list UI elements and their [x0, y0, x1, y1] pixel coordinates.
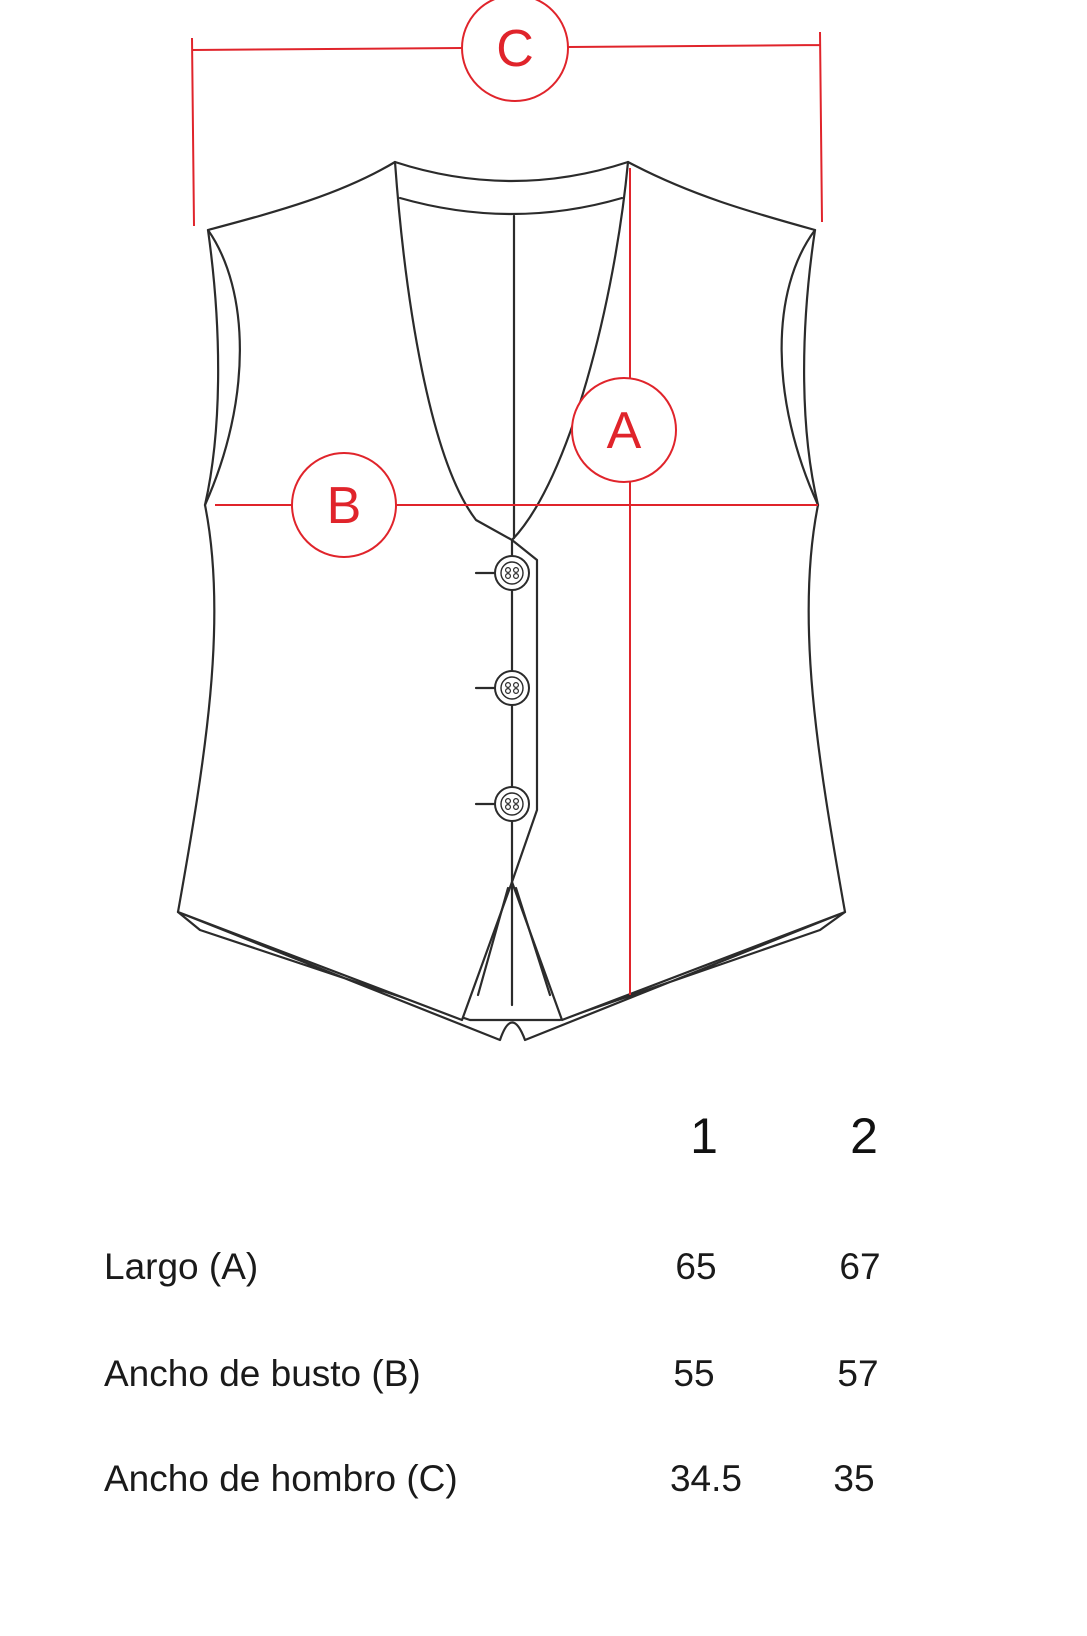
center-slit: [476, 880, 552, 1007]
marker-a-circle: [571, 377, 677, 483]
row-label-busto: Ancho de busto (B): [104, 1353, 421, 1394]
back-neck-inner: [398, 196, 624, 216]
measure-a: A: [571, 168, 677, 995]
measure-c: C: [191, 0, 823, 227]
size-header-2: 2: [850, 1108, 878, 1164]
size-header-1: 1: [690, 1108, 718, 1164]
cell-hombro-1: 34.5: [669, 1458, 742, 1499]
back-neck-band: [393, 160, 630, 183]
cell-busto-1: 55: [673, 1353, 715, 1394]
marker-c-label: C: [496, 20, 534, 78]
marker-b-label: B: [327, 477, 362, 535]
button-middle: [474, 670, 530, 706]
measure-b: B: [215, 452, 818, 558]
button-bottom: [474, 786, 530, 822]
vest-right-panel: [510, 160, 847, 1022]
marker-c-circle: [461, 0, 569, 102]
right-armhole: [780, 228, 820, 507]
marker-a-label: A: [607, 402, 642, 460]
measure-c-line: [191, 31, 823, 227]
vest-left-panel: [176, 160, 514, 1022]
cell-busto-2: 57: [837, 1353, 879, 1394]
left-armhole: [203, 228, 241, 507]
cell-largo-2: 67: [839, 1246, 881, 1287]
button-top: [474, 555, 530, 591]
cell-largo-1: 65: [675, 1246, 717, 1287]
row-label-hombro: Ancho de hombro (C): [104, 1458, 458, 1499]
cell-hombro-2: 35: [833, 1458, 875, 1499]
row-label-largo: Largo (A): [104, 1246, 259, 1287]
marker-b-circle: [291, 452, 397, 558]
vest-measurement-diagram: C A B: [176, 0, 847, 1042]
vest-back-hem: [176, 910, 847, 1042]
